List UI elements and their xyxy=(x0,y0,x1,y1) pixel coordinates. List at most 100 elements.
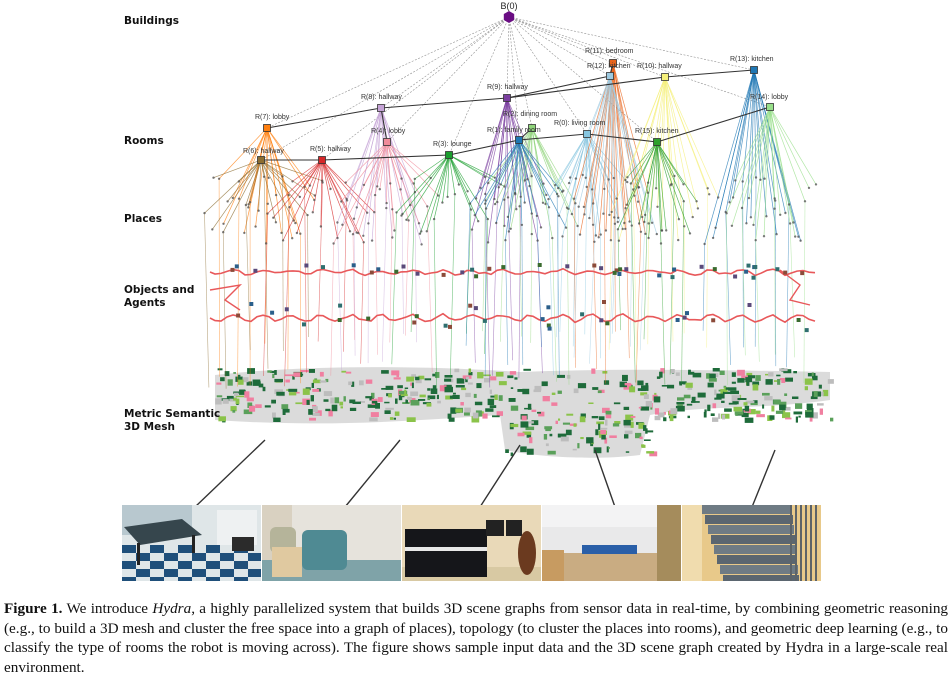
mesh-patch xyxy=(721,400,725,403)
room-place-edge xyxy=(731,106,771,226)
place-node xyxy=(599,233,602,236)
place-node xyxy=(706,187,709,190)
room-place-edge xyxy=(603,75,611,214)
room-place-edge xyxy=(480,97,508,188)
mesh-patch xyxy=(604,437,608,444)
place-object-edge xyxy=(573,206,579,358)
place-node xyxy=(714,226,717,229)
place-node xyxy=(773,197,776,200)
place-node xyxy=(583,213,586,216)
room-place-edge xyxy=(617,141,658,230)
mesh-patch xyxy=(716,393,725,399)
room-place-edge xyxy=(626,141,658,205)
room-place-edge xyxy=(341,141,388,202)
mesh-patch xyxy=(510,423,519,428)
room-place-edge xyxy=(769,106,817,185)
mesh-patch xyxy=(351,381,355,387)
place-node xyxy=(453,193,457,196)
mesh-patch xyxy=(222,399,229,404)
mesh-patch xyxy=(312,389,320,392)
place-node xyxy=(752,223,755,227)
mesh-patch xyxy=(643,425,647,431)
place-node xyxy=(646,181,650,184)
place-node xyxy=(554,183,557,187)
place-object-edge xyxy=(786,204,790,368)
object-node xyxy=(746,263,751,268)
place-node xyxy=(650,221,654,224)
room-place-edge xyxy=(266,127,315,201)
mesh-patch xyxy=(426,402,432,407)
mesh-patch xyxy=(762,392,770,396)
mesh-patch xyxy=(638,422,645,429)
place-node xyxy=(519,195,522,198)
place-node xyxy=(613,216,616,219)
mesh-patch xyxy=(543,434,548,440)
place-node xyxy=(787,203,791,206)
mesh-patch xyxy=(746,380,750,386)
stair-step xyxy=(702,505,792,514)
building-edge xyxy=(448,16,510,156)
floor-tile xyxy=(178,545,192,553)
building-edge xyxy=(508,16,520,141)
room-place-edge xyxy=(656,141,663,231)
mesh-patch xyxy=(707,404,711,412)
room-place-edge xyxy=(386,141,431,179)
room-place-edge xyxy=(484,139,520,204)
mesh-patch xyxy=(714,397,722,400)
mesh-patch xyxy=(308,409,313,415)
mesh-patch xyxy=(448,417,455,422)
place-node xyxy=(486,217,489,221)
mesh-patch xyxy=(490,395,497,398)
mesh-patch xyxy=(768,372,774,377)
mesh-patch xyxy=(718,413,721,419)
object-node xyxy=(414,314,419,319)
room-place-edge xyxy=(255,127,268,227)
place-object-edge xyxy=(484,208,487,377)
mesh-patch xyxy=(365,379,373,384)
object-node xyxy=(302,322,306,327)
mesh-patch xyxy=(436,394,439,400)
object-node xyxy=(412,320,417,325)
place-node xyxy=(561,190,564,193)
mesh-patch xyxy=(230,406,237,412)
room-place-edge xyxy=(589,75,611,219)
room-place-edge xyxy=(474,139,520,216)
mesh-patch xyxy=(467,382,473,385)
place-node xyxy=(677,218,681,221)
mesh-patch xyxy=(385,385,394,390)
mesh-patch xyxy=(522,388,530,395)
place-node xyxy=(555,192,559,196)
place-node xyxy=(503,224,506,228)
object-node xyxy=(670,275,675,280)
room-place-edge xyxy=(748,106,771,199)
place-object-edge xyxy=(591,189,597,370)
place-node xyxy=(754,239,757,242)
object-node xyxy=(415,271,420,276)
mesh-patch xyxy=(495,371,504,377)
room-place-edge xyxy=(494,127,533,205)
room-node-r4: R(4): lobby xyxy=(371,128,406,146)
mesh-patch xyxy=(644,439,651,441)
object-node xyxy=(234,264,239,269)
place-object-edge xyxy=(630,183,636,383)
place-node xyxy=(370,239,374,242)
place-node xyxy=(311,211,314,214)
place-node xyxy=(610,210,613,214)
place-node xyxy=(418,232,422,235)
place-node xyxy=(696,207,700,210)
room-place-edge xyxy=(518,139,523,225)
place-node xyxy=(797,235,800,238)
mesh-patch xyxy=(523,368,531,371)
room-place-edge xyxy=(609,75,646,215)
place-node xyxy=(248,201,252,204)
place-node xyxy=(604,229,608,232)
mesh-patch xyxy=(645,401,652,408)
mesh-patch xyxy=(605,414,612,419)
room-node-marker xyxy=(653,138,661,146)
mesh-patch xyxy=(643,394,649,399)
place-node xyxy=(294,221,297,225)
mesh-patch xyxy=(352,401,361,404)
room-node-label: R(14): lobby xyxy=(750,94,789,101)
room-place-edge xyxy=(292,159,323,182)
mesh-patch xyxy=(237,374,241,377)
